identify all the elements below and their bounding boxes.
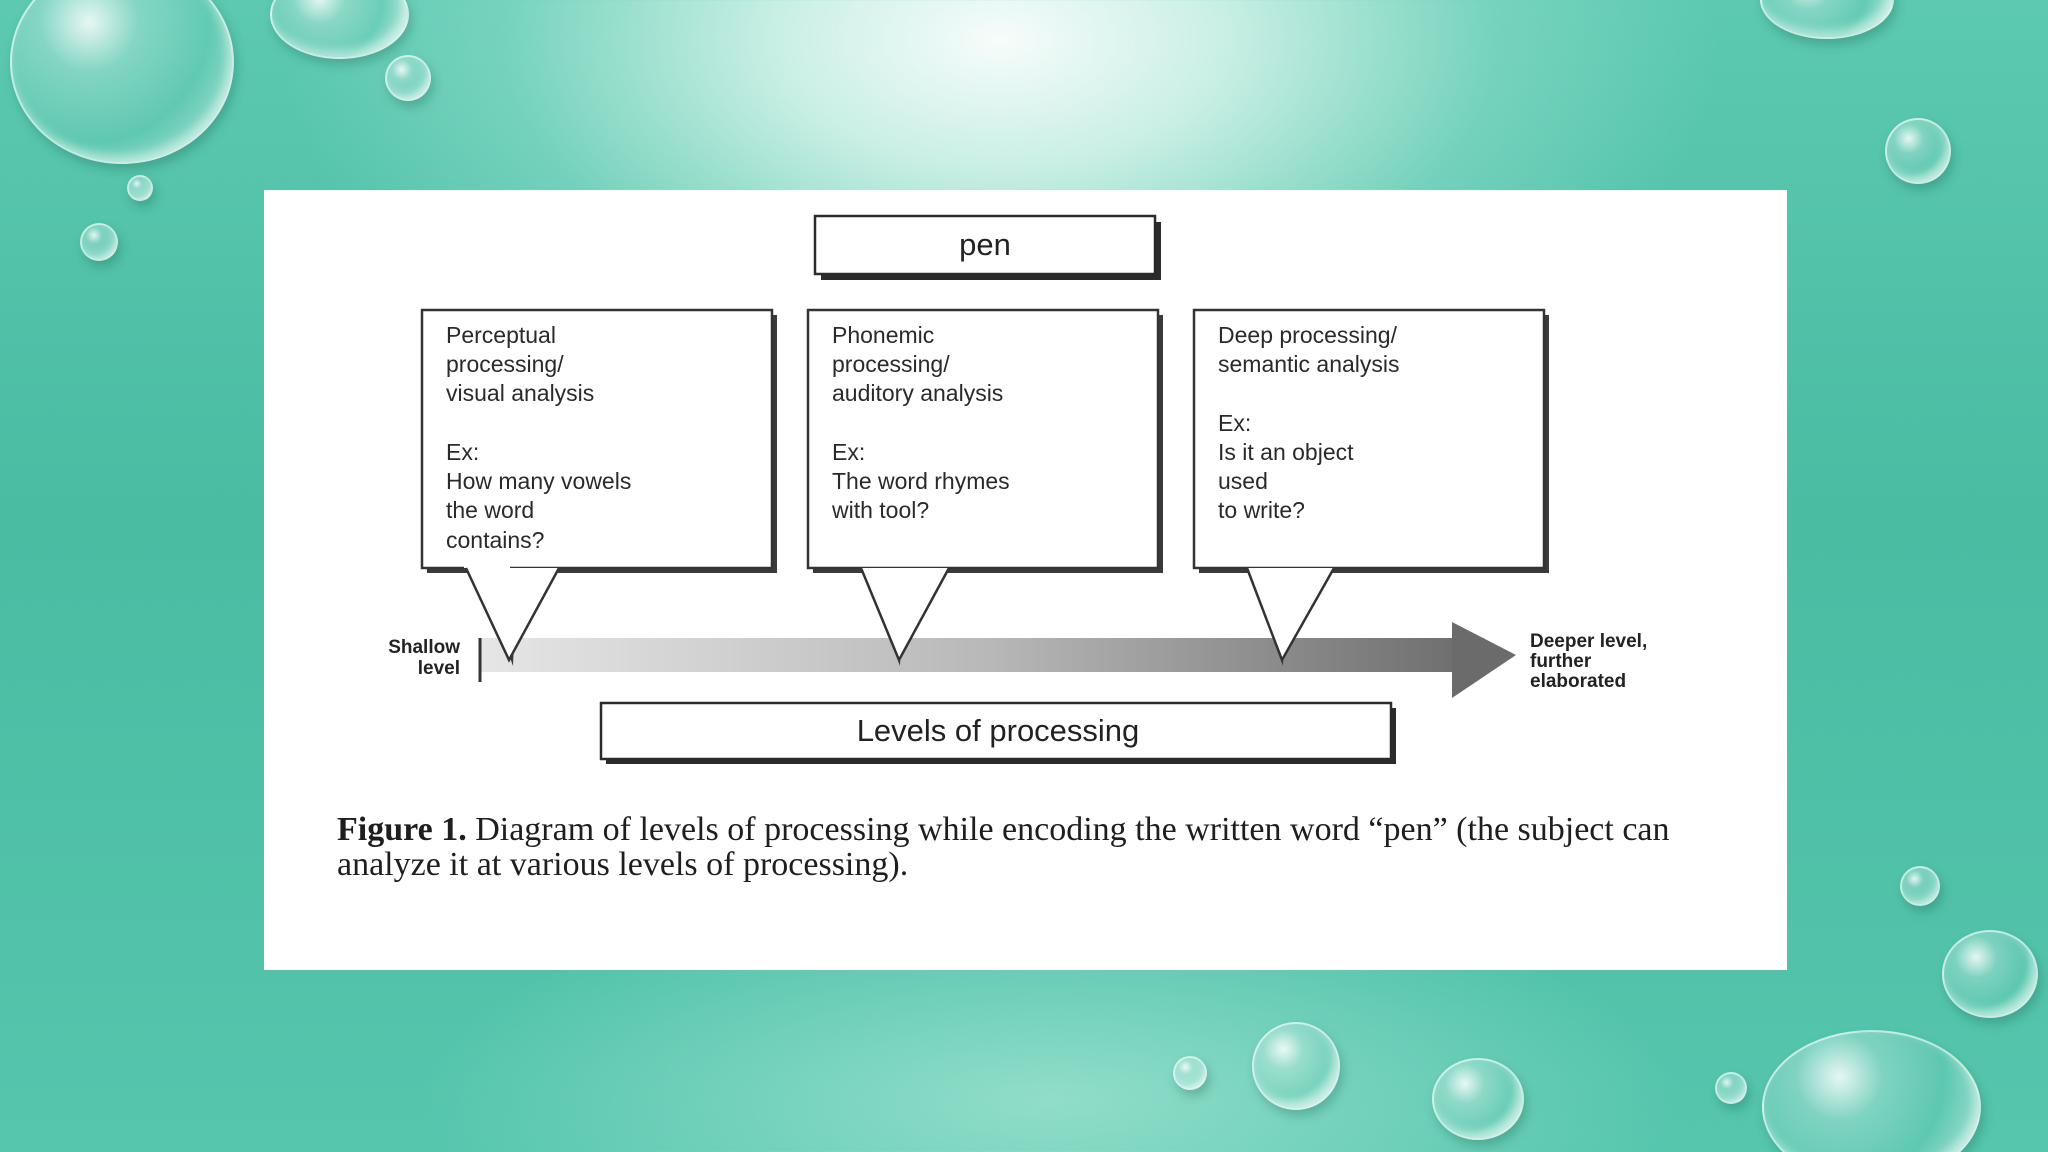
deeper-level-label: Deeper level, xyxy=(1530,631,1647,652)
callout-text-line: used xyxy=(1218,468,1268,494)
callout-text-line: processing/ xyxy=(832,351,950,377)
callout-perceptual: Perceptual processing/ visual analysis E… xyxy=(420,308,777,666)
figure-caption: Figure 1. Diagram of levels of processin… xyxy=(337,812,1737,882)
water-drop-decoration xyxy=(1173,1056,1207,1090)
callout-phonemic: Phonemic processing/ auditory analysis E… xyxy=(806,308,1163,666)
callout-text-line: Phonemic xyxy=(832,322,934,348)
callout-pointer-outline xyxy=(1245,567,1336,663)
callout-box xyxy=(806,308,1160,570)
callout-pointer-outline xyxy=(859,567,951,663)
water-drop-decoration xyxy=(1942,930,2038,1018)
callout-text-line: with tool? xyxy=(831,497,929,523)
callout-text-line: The word rhymes xyxy=(832,468,1010,494)
figure-panel: pen Perceptual processing/ visual analys… xyxy=(264,190,1787,970)
callout-text-line: Ex: xyxy=(446,439,479,465)
callout-text-line: Ex: xyxy=(1218,410,1251,436)
callout-pointer-outline xyxy=(464,567,561,663)
callout-text-line: Deep processing/ xyxy=(1218,322,1398,348)
callout-text-line: contains? xyxy=(446,527,544,553)
water-drop-decoration xyxy=(270,0,409,59)
water-drop-decoration xyxy=(1762,1030,1981,1152)
callout-text-line: Perceptual xyxy=(446,322,556,348)
pen-box xyxy=(813,214,1157,276)
deeper-level-label: elaborated xyxy=(1530,671,1626,692)
callout-text-line: Is it an object xyxy=(1218,439,1354,465)
water-drop-decoration xyxy=(1760,0,1894,39)
water-drop-decoration xyxy=(127,175,153,201)
shallow-level-label: level xyxy=(418,658,460,679)
callout-text-line: How many vowels xyxy=(446,468,631,494)
callout-pointer xyxy=(464,566,510,568)
callout-box xyxy=(1192,308,1546,570)
callout-text-line: semantic analysis xyxy=(1218,351,1400,377)
water-drop-decoration xyxy=(385,55,431,101)
processing-arrow-head xyxy=(1452,622,1516,698)
shallow-level-label: Shallow xyxy=(388,637,460,658)
levels-box xyxy=(599,701,1393,761)
callout-text-line: the word xyxy=(446,497,534,523)
water-drop-decoration xyxy=(1885,118,1951,184)
callout-text-line: auditory analysis xyxy=(832,380,1003,406)
water-drop-decoration xyxy=(80,223,118,261)
water-drop-decoration xyxy=(1252,1022,1340,1110)
deeper-level-label: further xyxy=(1530,651,1592,672)
water-drop-decoration xyxy=(1715,1072,1747,1104)
water-drop-decoration xyxy=(1432,1058,1524,1140)
callout-text-line: to write? xyxy=(1218,497,1305,523)
water-drop-decoration xyxy=(1900,866,1940,906)
callout-text-line: Ex: xyxy=(832,439,865,465)
water-drop-decoration xyxy=(10,0,234,164)
callout-text-line: processing/ xyxy=(446,351,564,377)
figure-caption-label: Figure 1. xyxy=(337,811,467,848)
pen-label: pen xyxy=(959,227,1011,262)
processing-arrow-shaft xyxy=(479,638,1484,672)
callout-text-line: visual analysis xyxy=(446,380,594,406)
figure-caption-text: Diagram of levels of processing while en… xyxy=(337,811,1670,883)
callout-deep: Deep processing/ semantic analysis Ex: I… xyxy=(1192,308,1549,666)
levels-of-processing-diagram: pen Perceptual processing/ visual analys… xyxy=(388,214,1647,764)
levels-of-processing-label: Levels of processing xyxy=(857,713,1140,748)
callout-box xyxy=(420,308,774,570)
